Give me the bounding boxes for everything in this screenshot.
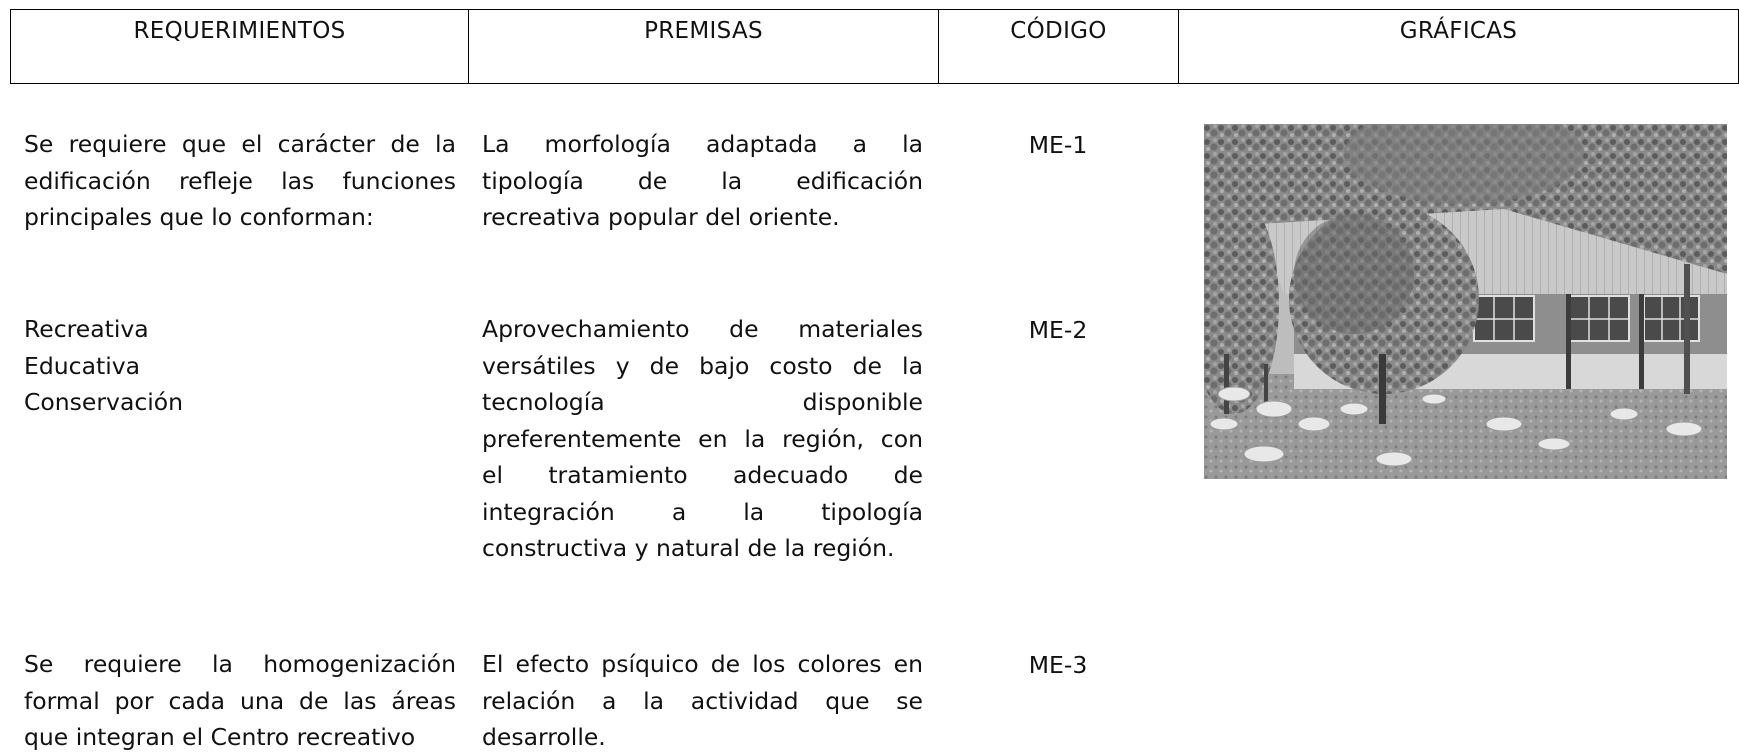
requirement-1: Se requiere que el carácter de la edific… [24,126,456,236]
header-graficas: GRÁFICAS [1399,18,1518,44]
premise-1-line: La morfología adaptada a la [482,130,923,158]
premise-1-line: tipología de la edificación [482,166,923,195]
premise-1-line: recreativa popular del oriente. [482,203,840,231]
premise-2: Aprovechamiento de materiales versátiles… [482,311,923,567]
function-recreativa: Recreativa [24,315,149,343]
code-me-2: ME-2 [1028,316,1088,344]
premise-2-line: constructiva y natural de la región. [482,534,895,562]
premise-2-line: Aprovechamiento de materiales [482,315,923,343]
premise-2-line: versátiles y de bajo costo de la [482,351,923,380]
premise-3-line: desarrolle. [482,723,606,751]
requirement-3-line: formal por cada una de las áreas [24,686,456,715]
table-header: REQUERIMIENTOS PREMISAS CÓDIGO GRÁFICAS [10,9,1739,84]
header-requerimientos: REQUERIMIENTOS [11,10,469,83]
header-codigo: CÓDIGO [939,10,1179,83]
requirement-3: Se requiere la homogenización formal por… [24,646,456,756]
requirement-3-line: que integran el Centro recreativo [24,723,416,751]
premise-1: La morfología adaptada a la tipología de… [482,126,923,236]
code-me-1: ME-1 [1028,131,1088,159]
function-conservacion: Conservación [24,388,184,416]
building-photo-illustration [1204,124,1727,479]
premise-3-line: relación a la actividad que se [482,686,923,715]
premise-3-line: El efecto psíquico de los colores en [482,650,923,678]
requirement-1-line: edificación refleje las funciones [24,166,456,195]
requirement-1-line: principales que lo conforman: [24,203,374,231]
premise-2-line: el tratamiento adecuado de [482,461,923,489]
premise-3: El efecto psíquico de los colores en rel… [482,646,923,756]
requirement-1-line: Se requiere que el carácter de la [24,130,456,158]
requirement-2: Recreativa Educativa Conservación [24,311,456,421]
header-premisas: PREMISAS [469,10,939,83]
premise-2-line: integración a la tipología [482,497,923,526]
premise-2-line: preferentemente en la región, con [482,424,923,453]
requirement-3-line: Se requiere la homogenización [24,650,456,678]
premise-2-line: tecnología disponible [482,388,923,416]
code-me-3: ME-3 [1028,651,1088,679]
function-educativa: Educativa [24,351,141,380]
building-photo-icon [1204,124,1727,479]
